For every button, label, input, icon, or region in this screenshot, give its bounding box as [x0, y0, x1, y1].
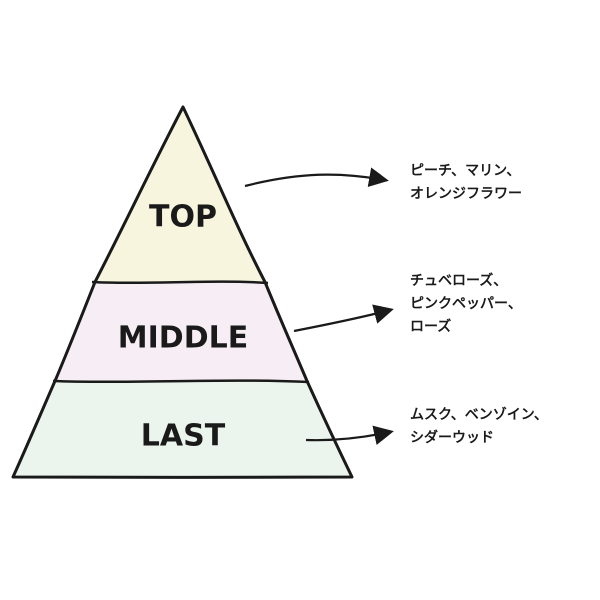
note-line: ローズ: [410, 319, 452, 335]
tier-last-fill: [13, 381, 352, 477]
tier-label-top: TOP: [149, 200, 217, 235]
notes-top: ピーチ、マリン、 オレンジフラワー: [410, 160, 522, 206]
note-line: ピーチ、マリン、: [410, 163, 521, 179]
note-line: チュベローズ、: [410, 273, 508, 289]
note-line: シダーウッド: [410, 430, 494, 446]
note-line: オレンジフラワー: [410, 186, 522, 202]
notes-last: ムスク、ベンゾイン、 シダーウッド: [410, 404, 548, 450]
note-line: ムスク、ベンゾイン、: [410, 407, 548, 423]
tier-label-last: LAST: [141, 419, 226, 454]
divider-top-middle: [91, 280, 269, 285]
arrow-last: [305, 425, 394, 445]
tier-top-fill: [95, 107, 265, 282]
arrow-top: [244, 167, 389, 188]
note-line: ピンクペッパー、: [410, 296, 522, 312]
divider-middle-last: [52, 379, 310, 384]
pyramid-outline: [11, 105, 354, 479]
notes-middle: チュベローズ、 ピンクペッパー、 ローズ: [410, 270, 522, 339]
arrow-middle: [293, 304, 394, 333]
tier-middle-fill: [55, 282, 307, 381]
tier-label-middle: MIDDLE: [118, 321, 248, 356]
